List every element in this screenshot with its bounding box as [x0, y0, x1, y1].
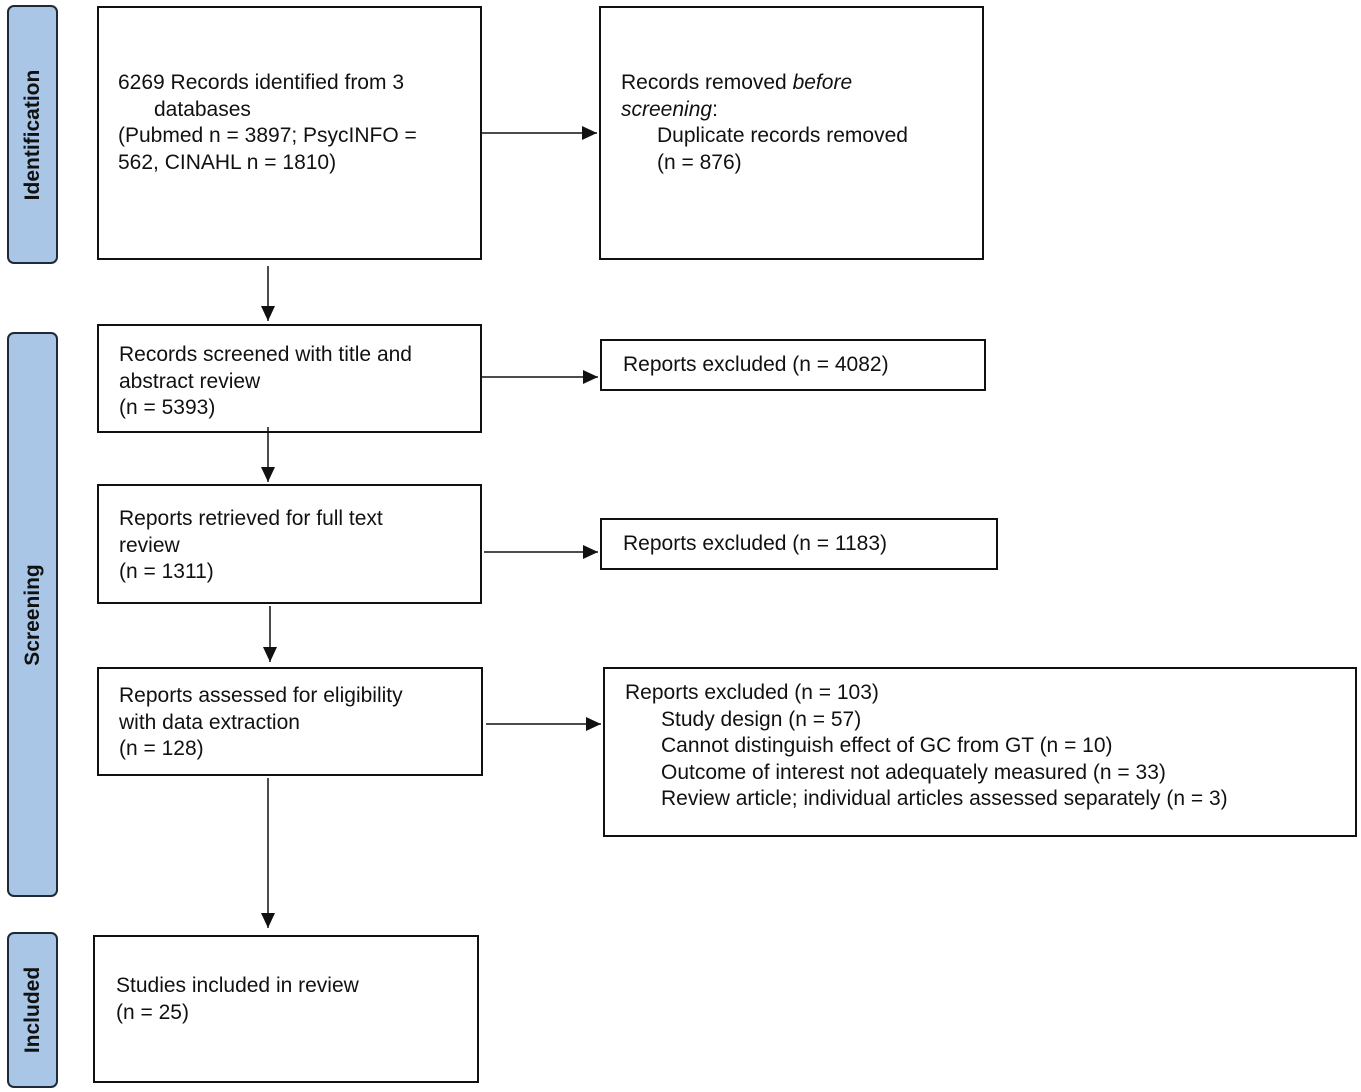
records-screened-line3: (n = 5393)	[119, 396, 216, 419]
reports-excluded-3-title: Reports excluded (n = 103)	[625, 681, 879, 704]
reports-excluded-1-box: Reports excluded (n = 4082)	[600, 339, 986, 391]
reports-retrieved-box: Reports retrieved for full text review (…	[97, 484, 482, 604]
exclusion-reason: Study design (n = 57)	[661, 707, 862, 731]
studies-included-box: Studies included in review (n = 25)	[93, 935, 479, 1083]
studies-included-line2: (n = 25)	[116, 1000, 189, 1024]
reports-assessed-line3: (n = 128)	[119, 737, 204, 760]
reports-excluded-2-box: Reports excluded (n = 1183)	[600, 518, 998, 570]
reports-assessed-line1: Reports assessed for eligibility	[119, 684, 403, 707]
reports-retrieved-line1: Reports retrieved for full text	[119, 507, 383, 530]
exclusion-reason: Cannot distinguish effect of GC from GT …	[661, 734, 1113, 757]
records-screened-line1: Records screened with title and	[119, 343, 412, 366]
records-screened-line2: abstract review	[119, 369, 261, 393]
reports-excluded-1-text: Reports excluded (n = 4082)	[623, 353, 889, 376]
records-identified-line3: (Pubmed n = 3897; PsycINFO =	[118, 124, 417, 147]
records-identified-line2: databases	[154, 97, 251, 121]
studies-included-line1: Studies included in review	[116, 974, 359, 997]
records-removed-line1: Records removed before	[621, 71, 853, 94]
reports-excluded-2-text: Reports excluded (n = 1183)	[623, 532, 888, 555]
records-screened-box: Records screened with title and abstract…	[97, 324, 482, 433]
phase-identification: Identification	[7, 5, 58, 264]
reports-assessed-box: Reports assessed for eligibility with da…	[97, 667, 483, 776]
exclusion-reason: Outcome of interest not adequately measu…	[661, 760, 1166, 784]
reports-assessed-line2: with data extraction	[119, 710, 300, 734]
records-removed-line4: (n = 876)	[657, 150, 742, 174]
records-identified-line4: 562, CINAHL n = 1810)	[118, 150, 337, 174]
records-removed-box: Records removed before screening: Duplic…	[599, 6, 984, 260]
reports-retrieved-line3: (n = 1311)	[119, 560, 214, 583]
records-identified-line1: 6269 Records identified from 3	[118, 71, 404, 94]
phase-included: Included	[7, 932, 58, 1088]
reports-excluded-3-box: Reports excluded (n = 103) Study design …	[603, 667, 1357, 837]
phase-screening: Screening	[7, 332, 58, 897]
records-removed-line3: Duplicate records removed	[657, 124, 908, 147]
reports-retrieved-line2: review	[119, 533, 180, 557]
records-identified-box: 6269 Records identified from 3 databases…	[97, 6, 482, 260]
records-removed-line2: screening:	[621, 97, 718, 121]
exclusion-reason: Review article; individual articles asse…	[661, 787, 1228, 810]
